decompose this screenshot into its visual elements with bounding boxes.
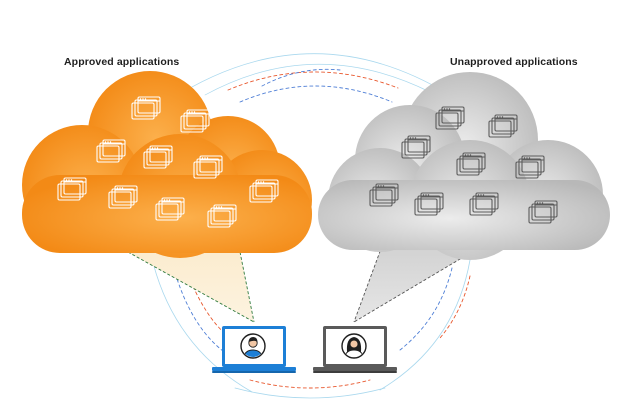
app-window-stack-icon xyxy=(249,179,279,203)
arc-bottom-light xyxy=(234,387,386,399)
arc-bottom-right-blue xyxy=(399,267,453,351)
app-window-stack-icon xyxy=(515,155,545,179)
app-window-stack-icon xyxy=(57,177,87,201)
arc-top-red xyxy=(227,71,399,91)
app-window-stack-icon xyxy=(108,185,138,209)
arc-bottom-red xyxy=(249,379,371,389)
arc-bottom-left-light xyxy=(149,249,253,393)
app-window-stack-icon xyxy=(456,152,486,176)
app-window-stack-icon xyxy=(435,106,465,130)
app-window-stack-icon xyxy=(131,96,161,120)
arc-top-light xyxy=(169,53,451,101)
app-window-stack-icon xyxy=(207,204,237,228)
unapproved-app-icons xyxy=(369,106,558,224)
male-user-avatar-icon xyxy=(240,333,266,359)
app-window-stack-icon xyxy=(180,109,210,133)
approved-laptop xyxy=(212,326,296,373)
app-window-stack-icon xyxy=(488,114,518,138)
connection-arcs xyxy=(149,53,471,399)
app-window-stack-icon xyxy=(143,145,173,169)
approved-beam-edge-right xyxy=(239,251,255,323)
approved-app-icons xyxy=(57,96,279,228)
app-window-stack-icon xyxy=(369,183,399,207)
app-window-stack-icon xyxy=(528,200,558,224)
unapproved-beam-edge-left xyxy=(353,245,383,323)
app-window-stack-icon xyxy=(414,192,444,216)
arc-top-light-inner xyxy=(204,63,431,96)
approved-beam-edge-left xyxy=(127,251,255,323)
arc-top-blue-short xyxy=(261,68,341,87)
app-window-stack-icon xyxy=(401,135,431,159)
app-window-stack-icon xyxy=(193,155,223,179)
arc-top-blue xyxy=(239,85,393,103)
app-window-stack-icon xyxy=(96,139,126,163)
app-window-stack-icon xyxy=(155,197,185,221)
arc-bottom-right-red xyxy=(439,275,471,339)
unapproved-laptop xyxy=(313,326,397,373)
arc-bottom-right-light xyxy=(379,259,471,391)
approved-applications-label: Approved applications xyxy=(64,56,180,68)
unapproved-applications-label: Unapproved applications xyxy=(450,56,578,68)
unapproved-cloud xyxy=(318,72,610,260)
app-window-stack-icon xyxy=(469,192,499,216)
